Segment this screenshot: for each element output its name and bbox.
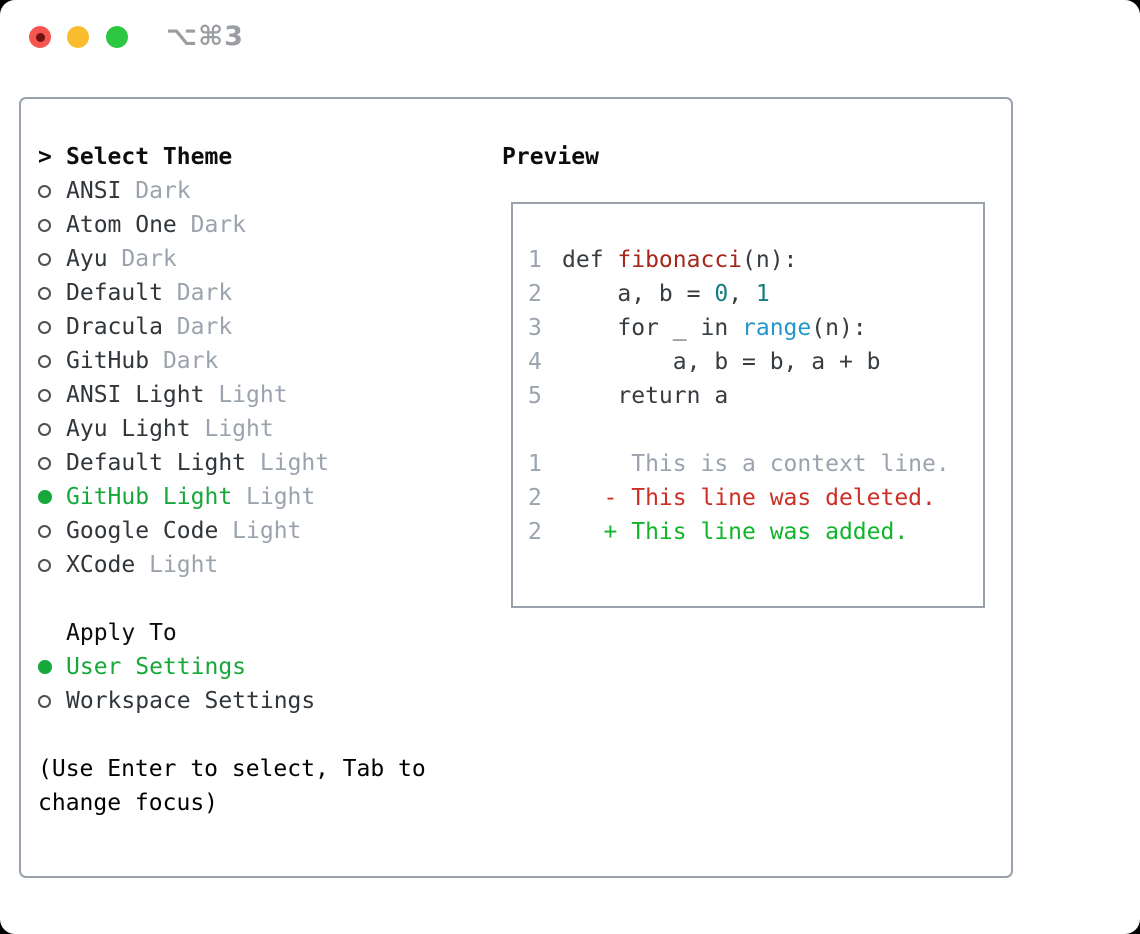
radio-unselected-icon bbox=[38, 218, 66, 232]
code-text: for _ in range(n): bbox=[562, 315, 867, 341]
radio-unselected-icon bbox=[38, 524, 66, 538]
theme-option-tag: Dark bbox=[162, 348, 219, 374]
apply-to-option[interactable]: Workspace Settings bbox=[38, 684, 315, 718]
theme-option[interactable]: GitHub Light Light bbox=[38, 480, 329, 514]
theme-option-tag: Light bbox=[259, 450, 330, 476]
theme-list-title: Select Theme bbox=[66, 144, 233, 170]
theme-option[interactable]: Google Code Light bbox=[38, 514, 329, 548]
line-number: 2 bbox=[528, 519, 542, 545]
theme-option[interactable]: ANSI Light Light bbox=[38, 378, 329, 412]
code-line: 2 - This line was deleted. bbox=[528, 481, 973, 515]
theme-option[interactable]: XCode Light bbox=[38, 548, 329, 582]
theme-option-tag: Dark bbox=[190, 212, 247, 238]
line-number: 5 bbox=[528, 383, 542, 409]
radio-unselected-icon bbox=[38, 388, 66, 402]
theme-option-label: Ayu bbox=[66, 246, 122, 272]
cursor-icon: > bbox=[38, 144, 52, 170]
hint-line-1: (Use Enter to select, Tab to bbox=[38, 756, 426, 782]
code-text: def fibonacci(n): bbox=[562, 247, 798, 273]
code-text: - This line was deleted. bbox=[562, 485, 936, 511]
theme-option-tag: Dark bbox=[176, 314, 233, 340]
code-line: 3 for _ in range(n): bbox=[528, 311, 973, 345]
hint-line-2: change focus) bbox=[38, 790, 219, 816]
line-number: 1 bbox=[528, 451, 542, 477]
theme-option-tag: Dark bbox=[121, 246, 177, 272]
preview-title: Preview bbox=[502, 144, 599, 170]
theme-option-label: Google Code bbox=[66, 518, 233, 544]
close-button[interactable] bbox=[29, 26, 51, 48]
theme-option-label: Ayu Light bbox=[66, 416, 205, 442]
apply-to-title: Apply To bbox=[66, 620, 177, 646]
radio-unselected-icon bbox=[38, 456, 66, 470]
radio-unselected-icon bbox=[38, 184, 66, 198]
theme-option-tag: Dark bbox=[176, 280, 233, 306]
theme-option[interactable]: Dracula Dark bbox=[38, 310, 329, 344]
apply-to-option-label: Workspace Settings bbox=[66, 688, 316, 714]
theme-option-label: XCode bbox=[66, 552, 150, 578]
radio-unselected-icon bbox=[38, 320, 66, 334]
window-title: ⌥⌘3 bbox=[166, 21, 244, 52]
line-number: 1 bbox=[528, 247, 542, 273]
line-number: 2 bbox=[528, 281, 542, 307]
theme-option[interactable]: Default Dark bbox=[38, 276, 329, 310]
theme-option-tag: Light bbox=[232, 518, 302, 544]
code-line: 1 def fibonacci(n): bbox=[528, 243, 973, 277]
code-text: return a bbox=[562, 383, 729, 409]
code-text: a, b = 0, 1 bbox=[562, 281, 770, 307]
code-line: 5 return a bbox=[528, 379, 973, 413]
code-line bbox=[528, 413, 973, 447]
theme-option-label: Dracula bbox=[66, 314, 177, 340]
code-text: This is a context line. bbox=[562, 451, 950, 477]
apply-to-option[interactable]: User Settings bbox=[38, 650, 315, 684]
code-line: 4 a, b = b, a + b bbox=[528, 345, 973, 379]
theme-list-header: > Select Theme bbox=[38, 140, 329, 174]
radio-selected-icon bbox=[38, 660, 66, 674]
code-text: a, b = b, a + b bbox=[562, 349, 881, 375]
line-number: 4 bbox=[528, 349, 542, 375]
radio-unselected-icon bbox=[38, 354, 66, 368]
theme-option-label: Atom One bbox=[66, 212, 191, 238]
keyboard-hint: (Use Enter to select, Tab to change focu… bbox=[38, 752, 426, 820]
line-number: 3 bbox=[528, 315, 542, 341]
title-bar: ⌥⌘3 bbox=[0, 0, 1140, 74]
radio-unselected-icon bbox=[38, 558, 66, 572]
theme-option-tag: Light bbox=[204, 416, 274, 442]
zoom-button[interactable] bbox=[106, 26, 128, 48]
theme-option[interactable]: GitHub Dark bbox=[38, 344, 329, 378]
theme-option-label: ANSI Light bbox=[66, 382, 219, 408]
theme-option-label: Default Light bbox=[66, 450, 260, 476]
theme-option-label: GitHub bbox=[66, 348, 163, 374]
theme-option-label: ANSI bbox=[66, 178, 136, 204]
line-number: 2 bbox=[528, 485, 542, 511]
code-line: 1 This is a context line. bbox=[528, 447, 973, 481]
code-line: 2 a, b = 0, 1 bbox=[528, 277, 973, 311]
code-line: 2 + This line was added. bbox=[528, 515, 973, 549]
radio-selected-icon bbox=[38, 490, 66, 504]
apply-to-header: Apply To bbox=[38, 616, 315, 650]
theme-option[interactable]: Ayu Light Light bbox=[38, 412, 329, 446]
radio-unselected-icon bbox=[38, 252, 66, 266]
close-dot-icon bbox=[35, 32, 45, 42]
theme-option[interactable]: Ayu Dark bbox=[38, 242, 329, 276]
theme-option[interactable]: Atom One Dark bbox=[38, 208, 329, 242]
theme-option[interactable]: Default Light Light bbox=[38, 446, 329, 480]
theme-option-tag: Light bbox=[149, 552, 219, 578]
apply-to-option-label: User Settings bbox=[66, 654, 247, 680]
code-text: + This line was added. bbox=[562, 519, 909, 545]
minimize-button[interactable] bbox=[67, 26, 89, 48]
radio-unselected-icon bbox=[38, 286, 66, 300]
theme-option-label: GitHub Light bbox=[66, 484, 247, 510]
theme-option[interactable]: ANSI Dark bbox=[38, 174, 329, 208]
theme-option-tag: Light bbox=[246, 484, 316, 510]
theme-option-label: Default bbox=[66, 280, 177, 306]
theme-option-tag: Light bbox=[218, 382, 288, 408]
theme-option-tag: Dark bbox=[135, 178, 191, 204]
radio-unselected-icon bbox=[38, 694, 66, 708]
radio-unselected-icon bbox=[38, 422, 66, 436]
